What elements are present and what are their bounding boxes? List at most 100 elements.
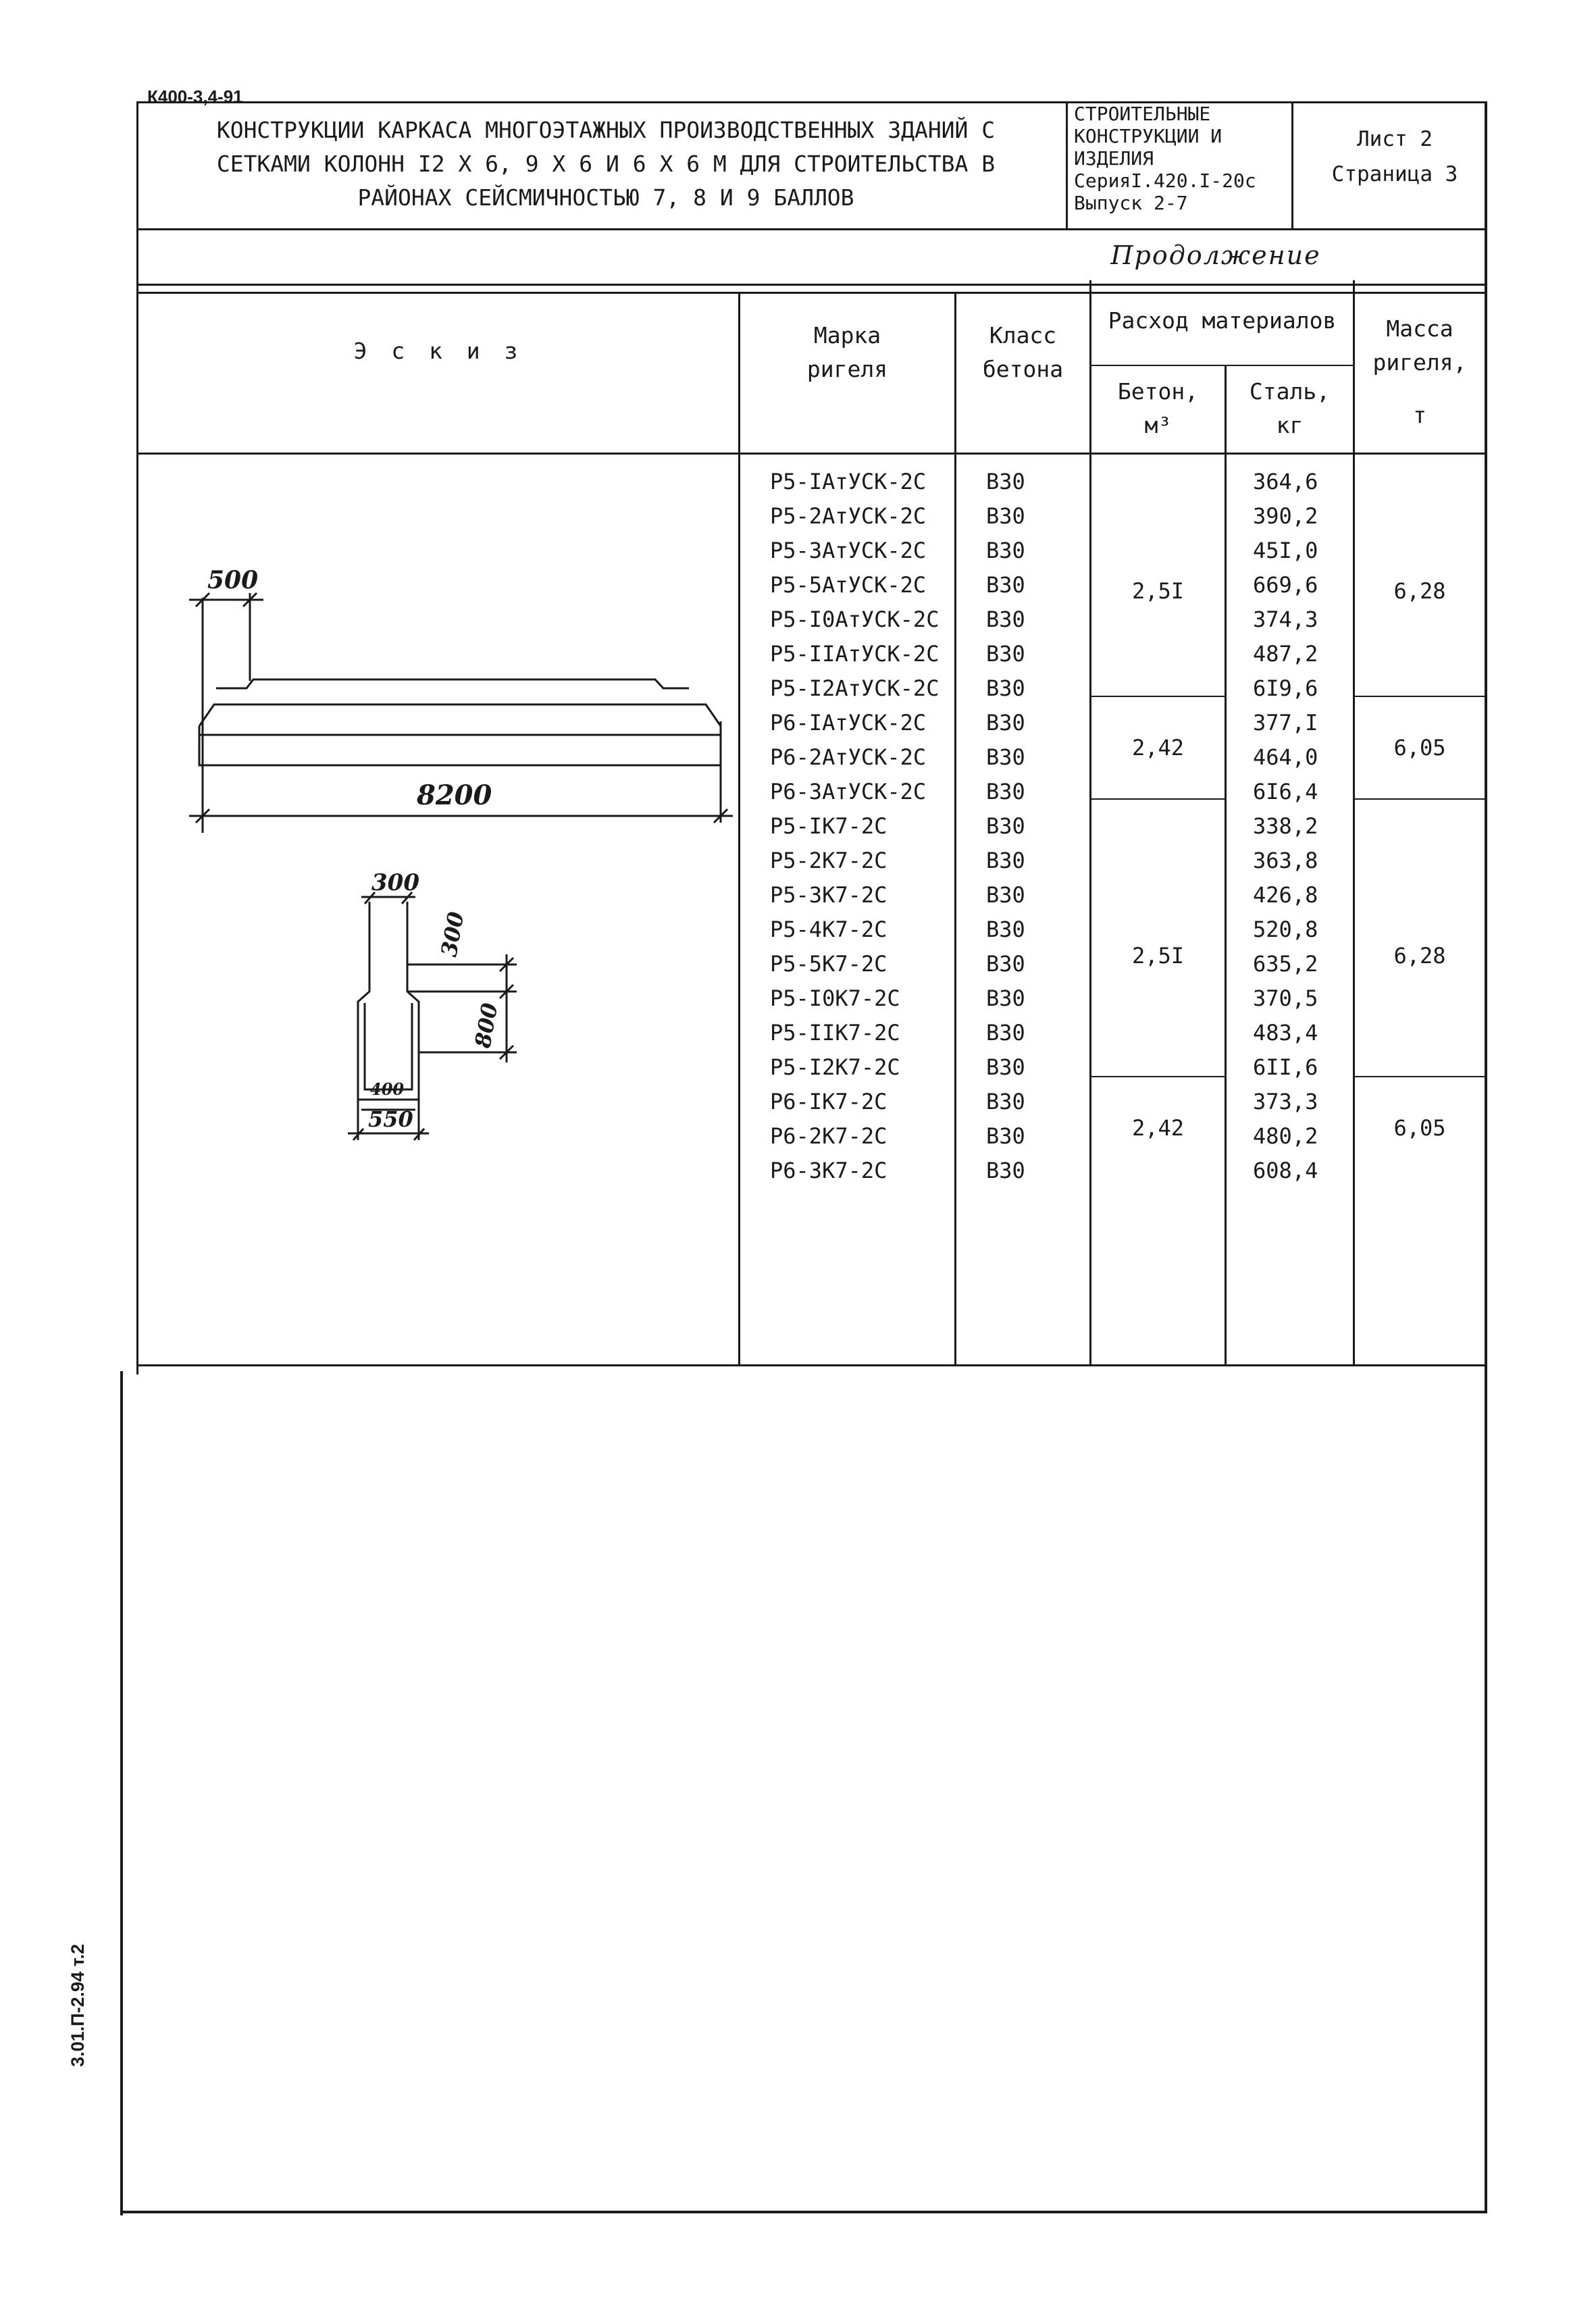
sketch-dim-500: 500 — [207, 566, 258, 594]
table-row-mark: Р5-I0К7-2С — [770, 985, 900, 1011]
header-bottom-line — [136, 453, 1487, 455]
series-line-3: ИЗДЕЛИЯ — [1074, 147, 1154, 170]
table-row-steel: 373,3 — [1253, 1089, 1318, 1114]
sheet-block: Лист 2 Страница 3 — [1297, 122, 1493, 192]
table-row-mark: Р5-IIК7-2С — [770, 1020, 900, 1046]
table-row-class: В30 — [986, 1089, 1025, 1114]
header-class: Класс бетона — [956, 319, 1089, 386]
header-sketch: Э с к и з — [353, 338, 523, 364]
group-4-concrete: 2,42 — [1131, 1115, 1185, 1141]
header-concrete-line2: м³ — [1144, 412, 1172, 438]
group-line-2-concrete — [1089, 798, 1226, 800]
table-row-steel: 377,I — [1253, 710, 1318, 736]
header-concrete-line1: Бетон, — [1117, 378, 1199, 405]
table-row-mark: Р5-IIАтУСК-2С — [770, 641, 939, 667]
sketch-dim-300b: 300 — [436, 910, 469, 958]
group-line-1-mass — [1353, 696, 1485, 697]
col-line-class — [1089, 280, 1091, 1366]
table-row-mark: Р6-IК7-2С — [770, 1089, 887, 1114]
group-4-mass: 6,05 — [1393, 1115, 1446, 1141]
col-line-mark — [954, 292, 956, 1366]
table-row-class: В30 — [986, 1123, 1025, 1149]
table-row-class: В30 — [986, 779, 1025, 804]
sheet-label: Лист 2 — [1357, 127, 1433, 151]
table-row-class: В30 — [986, 1054, 1025, 1080]
frame-right — [1485, 101, 1487, 2212]
table-row-class: В30 — [986, 607, 1025, 632]
title-divider-2 — [1291, 101, 1293, 230]
document-title: КОНСТРУКЦИИ КАРКАСА МНОГОЭТАЖНЫХ ПРОИЗВО… — [157, 113, 1055, 215]
column-marks: Р5-IАтУСК-2С Р5-2АтУСК-2С Р5-3АтУСК-2С Р… — [770, 465, 952, 1188]
table-row-steel: 364,6 — [1253, 469, 1318, 494]
title-line-1: КОНСТРУКЦИИ КАРКАСА МНОГОЭТАЖНЫХ ПРОИЗВО… — [216, 117, 996, 143]
sketch-dim-8200: 8200 — [416, 779, 492, 811]
column-class: В30 В30 В30 В30 В30 В30 В30 В30 В30 В30 … — [986, 465, 1081, 1188]
table-row-class: В30 — [986, 848, 1025, 873]
table-row-steel: 464,0 — [1253, 744, 1318, 770]
table-row-steel: 520,8 — [1253, 917, 1318, 942]
materials-subheader-line — [1089, 365, 1355, 366]
header-class-line1: Класс — [989, 322, 1057, 349]
series-number: СерияI.420.I-20с — [1074, 170, 1256, 192]
header-mark: Марка ригеля — [740, 319, 954, 386]
table-row-steel: 669,6 — [1253, 572, 1318, 598]
table-row-mark: Р5-5К7-2С — [770, 951, 887, 977]
group-3-concrete: 2,5I — [1131, 943, 1185, 969]
group-1-mass: 6,28 — [1393, 578, 1446, 604]
table-row-mark: Р5-2АтУСК-2С — [770, 503, 927, 529]
table-row-class: В30 — [986, 882, 1025, 908]
sketch-beam-shelf — [198, 703, 722, 727]
sketch-beam-bottom — [198, 726, 722, 767]
document-code: К400-3,4-91 — [147, 86, 243, 107]
group-line-2-mass — [1353, 798, 1485, 800]
table-row-steel: 374,3 — [1253, 607, 1318, 632]
sketch-dim-550: 550 — [368, 1106, 413, 1132]
series-block: СТРОИТЕЛЬНЫЕ КОНСТРУКЦИИ И ИЗДЕЛИЯ Серия… — [1074, 103, 1290, 214]
table-row-mark: Р5-2К7-2С — [770, 848, 887, 873]
table-row-mark: Р6-2К7-2С — [770, 1123, 887, 1149]
table-top-line — [136, 292, 1487, 294]
table-row-steel: 45I,0 — [1253, 538, 1318, 563]
frame-left-bottom — [120, 1371, 123, 2215]
table-row-steel: 370,5 — [1253, 985, 1318, 1011]
table-row-class: В30 — [986, 1158, 1025, 1183]
table-row-mark: Р5-IК7-2С — [770, 813, 887, 839]
table-row-steel: 390,2 — [1253, 503, 1318, 529]
group-line-3-concrete — [1089, 1076, 1226, 1077]
header-mass-line3: т — [1413, 402, 1426, 428]
table-row-class: В30 — [986, 813, 1025, 839]
header-steel-line1: Сталь, — [1249, 378, 1331, 405]
title-line-3: РАЙОНАХ СЕЙСМИЧНОСТЬЮ 7, 8 И 9 БАЛЛОВ — [357, 184, 854, 211]
table-row-mark: Р6-3АтУСК-2С — [770, 779, 927, 804]
sketch-dim-300a: 300 — [371, 869, 419, 896]
header-class-line2: бетона — [982, 356, 1064, 382]
frame-top — [136, 101, 1487, 103]
table-row-steel: 483,4 — [1253, 1020, 1318, 1046]
table-row-mark: Р6-2АтУСК-2С — [770, 744, 927, 770]
table-row-steel: 480,2 — [1253, 1123, 1318, 1149]
group-line-3-mass — [1353, 1076, 1485, 1077]
header-materials: Расход материалов — [1108, 307, 1337, 334]
continuation-label: Продолжение — [1110, 240, 1321, 270]
header-steel-line2: кг — [1276, 412, 1304, 438]
table-row-steel: 6II,6 — [1253, 1054, 1318, 1080]
group-line-1-concrete — [1089, 696, 1226, 697]
table-row-steel: 338,2 — [1253, 813, 1318, 839]
group-2-mass: 6,05 — [1393, 735, 1446, 761]
table-row-class: В30 — [986, 951, 1025, 977]
issue-number: Выпуск 2-7 — [1074, 192, 1188, 214]
beam-sketch: 500 8200 300 300 800 400 550 — [189, 566, 733, 1141]
table-row-mark: Р5-5АтУСК-2С — [770, 572, 927, 598]
sketch-dim-400: 400 — [370, 1079, 404, 1099]
table-row-class: В30 — [986, 917, 1025, 942]
col-line-concrete — [1225, 365, 1227, 1366]
table-row-steel: 635,2 — [1253, 951, 1318, 977]
table-row-class: В30 — [986, 675, 1025, 701]
header-mark-line2: ригеля — [806, 356, 888, 382]
sketch-section-outline — [357, 902, 420, 1101]
group-3-mass: 6,28 — [1393, 943, 1446, 969]
table-row-steel: 6I9,6 — [1253, 675, 1318, 701]
table-row-mark: Р6-IАтУСК-2С — [770, 710, 927, 736]
header-mass-line2: ригеля, — [1372, 349, 1467, 376]
title-block-bottom — [136, 228, 1487, 230]
